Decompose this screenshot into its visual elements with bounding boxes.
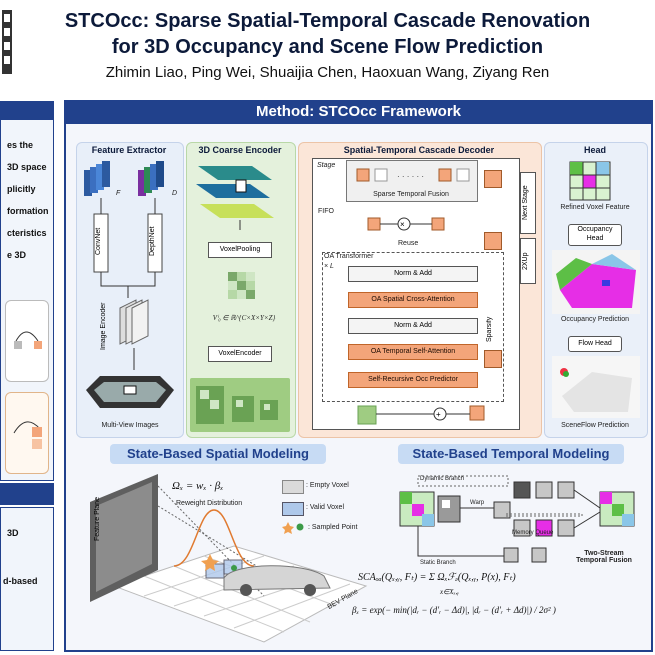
multiview-ring — [86, 376, 174, 408]
spatial-modeling-diagram — [90, 474, 368, 643]
image-encoder-label: Image Encoder — [100, 302, 107, 350]
feature-extractor-graphic — [84, 161, 174, 408]
depth-map-stack — [138, 161, 164, 196]
upsampled-voxel — [484, 232, 502, 250]
oa-spatial-cross-attention: OA Spatial Cross-Attention — [348, 292, 478, 308]
left-section-bar — [0, 101, 54, 119]
sceneflow-prediction-label: SceneFlow Prediction — [561, 422, 629, 429]
legend-valid-label: : Valid Voxel — [306, 504, 345, 511]
multiview-label: Multi-View Images — [101, 422, 159, 429]
memory-queue-label: Memory Queue — [512, 530, 554, 536]
decoder-title: Spatial-Temporal Cascade Decoder — [343, 145, 495, 155]
feature-plane-label: Feature Plane — [94, 497, 101, 541]
temporal-modeling-diagram — [399, 475, 635, 563]
left-lower-line-2: d-based — [3, 576, 38, 586]
svg-text:· · · · · ·: · · · · · · — [397, 172, 424, 181]
voxel-pooling-block: VoxelPooling — [208, 242, 272, 258]
poster-title: STCOcc: Sparse Spatial-Temporal Cascade … — [64, 10, 591, 58]
voxel-cube-graphic — [228, 272, 255, 299]
sceneflow-prediction-map — [552, 356, 640, 418]
authors: Zhimin Liao, Ping Wei, Shuaijia Chen, Ha… — [105, 64, 550, 81]
left-diagram-1 — [5, 300, 49, 382]
multi-scale-voxels — [190, 378, 290, 432]
times-l-label: × L — [324, 263, 334, 270]
oa-transformer-label: OA Transformer — [324, 253, 374, 260]
v-formula: Vⁱ₀ ∈ ℝ^{C×X×Y×Z} — [212, 314, 276, 322]
image-encoder-planes — [119, 299, 149, 345]
refined-voxel-graphic — [569, 161, 611, 201]
stage-label: Stage — [317, 162, 336, 169]
sparse-voxel — [484, 350, 502, 368]
dynamic-branch-label: Dynamic Branch — [420, 476, 465, 482]
left-intro-text: es the 3D space plicitly formation cteri… — [7, 140, 49, 260]
stage-output-voxel — [484, 170, 502, 188]
sca-formula: SCAₒₐ(Qₓ,ᵧ, Fₜ) = Σ Ωₓℱₔ(Qₓ,ᵧ, P(x), Fₜ) — [358, 572, 516, 583]
norm-add-2: Norm & Add — [348, 318, 478, 334]
head-title: Head — [583, 145, 606, 155]
self-recursive-occ-predictor: Self-Recursive Occ Predictor — [348, 372, 478, 388]
method-title: Method: STCOcc Framework — [64, 100, 653, 124]
two-stream-label: Two-Stream Temporal Fusion — [576, 550, 632, 564]
omega-formula: Ωₓ = wₓ · βₓ — [172, 480, 224, 492]
feature-extractor-title: Feature Extractor — [91, 145, 167, 155]
reuse-label: Reuse — [398, 240, 419, 247]
convnet-label: ConvNet — [95, 227, 102, 255]
legend-sampled-label: : Sampled Point — [308, 524, 358, 531]
reuse-graphic: × — [367, 217, 445, 231]
occupancy-prediction-label: Occupancy Prediction — [560, 316, 630, 323]
spatial-modeling-title: State-Based Spatial Modeling — [110, 444, 326, 464]
coarse-encoder-title: 3D Coarse Encoder — [198, 145, 282, 155]
depth-projection-graphic — [196, 166, 274, 230]
left-lower-panel: 3D d-based — [0, 507, 54, 651]
depthnet-label: DepthNet — [149, 226, 156, 256]
f-label: F — [116, 190, 121, 197]
svg-text:+: + — [436, 410, 441, 419]
legend-sampled-swatch — [282, 522, 304, 534]
left-lower-line-1: 3D — [7, 528, 19, 538]
fifo-label: FIFO — [318, 208, 334, 215]
feature-map-stack — [84, 161, 110, 196]
d-label: D — [172, 190, 178, 197]
next-stage-box — [520, 172, 536, 234]
oa-temporal-self-attention: OA Temporal Self-Attention — [348, 344, 478, 360]
flow-head-block: Flow Head — [568, 336, 622, 352]
left-section-bar-2 — [0, 483, 54, 505]
zxup-label: 2XUp — [522, 252, 529, 270]
voxel-encoder-block: VoxelEncoder — [208, 346, 272, 362]
decoder-input-graphic: + — [357, 405, 485, 425]
refined-voxel-label: Refined Voxel Feature — [560, 204, 630, 211]
university-logo — [0, 4, 14, 80]
legend-valid-swatch — [282, 502, 304, 516]
svg-text:×: × — [400, 220, 405, 229]
sparse-temporal-fusion-label: Sparse Temporal Fusion — [373, 191, 449, 198]
occupancy-head-block: Occupancy Head — [568, 224, 622, 246]
sparse-temporal-fusion-box: · · · · · · — [346, 160, 478, 202]
static-branch-label: Static Branch — [420, 560, 456, 566]
norm-add-1: Norm & Add — [348, 266, 478, 282]
left-intro-panel: es the 3D space plicitly formation cteri… — [0, 119, 54, 481]
left-column: es the 3D space plicitly formation cteri… — [0, 97, 56, 652]
legend-empty-swatch — [282, 480, 304, 494]
beta-formula: βₓ = exp(− min(|dᵣ − (d′ᵣ − Δd)|, |dᵣ − … — [352, 605, 556, 615]
legend-empty-label: : Empty Voxel — [306, 482, 349, 489]
next-stage-label: Next Stage — [522, 185, 529, 221]
warp-label: Warp — [470, 500, 485, 506]
left-diagram-2 — [5, 392, 49, 474]
sparsify-label: Sparsify — [486, 316, 493, 342]
temporal-modeling-title: State-Based Temporal Modeling — [398, 444, 624, 464]
sca-formula-subscript: x∈Xₓ,ᵧ — [440, 588, 459, 596]
occupancy-prediction-map — [552, 250, 640, 314]
oa-transformer-frame — [322, 252, 504, 402]
reweight-label: Reweight Distribution — [176, 500, 243, 507]
zxup-box — [520, 238, 536, 284]
